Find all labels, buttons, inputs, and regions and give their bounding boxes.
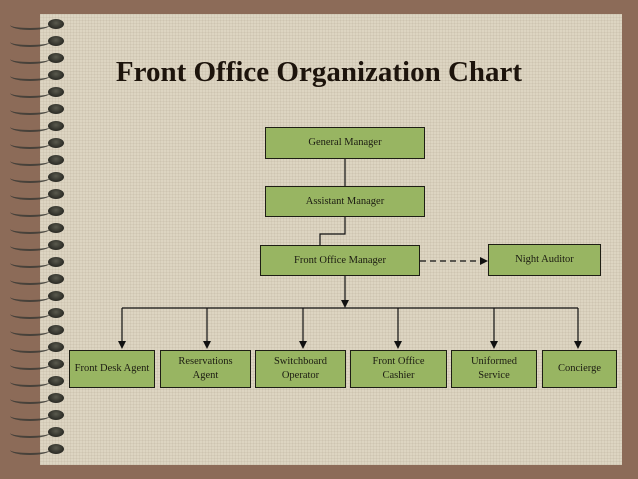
node-night-auditor: Night Auditor [488, 244, 601, 276]
node-switchboard-operator: Switchboard Operator [255, 350, 346, 388]
spiral-ring-icon [10, 239, 64, 253]
notebook-page [40, 14, 622, 465]
chart-title: Front Office Organization Chart [115, 56, 523, 88]
spiral-ring-icon [10, 341, 64, 355]
spiral-ring-icon [10, 222, 64, 236]
spiral-ring-icon [10, 256, 64, 270]
spiral-ring-icon [10, 426, 64, 440]
spiral-ring-icon [10, 52, 64, 66]
spiral-ring-icon [10, 35, 64, 49]
spiral-ring-icon [10, 171, 64, 185]
spiral-ring-icon [10, 103, 64, 117]
spiral-ring-icon [10, 86, 64, 100]
spiral-ring-icon [10, 290, 64, 304]
spiral-ring-icon [10, 137, 64, 151]
spiral-ring-icon [10, 358, 64, 372]
spiral-ring-icon [10, 273, 64, 287]
node-assistant-manager: Assistant Manager [265, 186, 425, 217]
node-front-desk-agent: Front Desk Agent [69, 350, 155, 388]
spiral-ring-icon [10, 443, 64, 457]
node-front-office-manager: Front Office Manager [260, 245, 420, 276]
node-front-office-cashier: Front Office Cashier [350, 350, 447, 388]
spiral-ring-icon [10, 409, 64, 423]
spiral-ring-icon [10, 375, 64, 389]
spiral-ring-icon [10, 205, 64, 219]
node-uniformed-service: Uniformed Service [451, 350, 537, 388]
node-reservations-agent: Reservations Agent [160, 350, 251, 388]
spiral-ring-icon [10, 120, 64, 134]
spiral-ring-icon [10, 392, 64, 406]
node-concierge: Concierge [542, 350, 617, 388]
spiral-ring-icon [10, 188, 64, 202]
spiral-ring-icon [10, 69, 64, 83]
spiral-ring-icon [10, 324, 64, 338]
spiral-ring-icon [10, 307, 64, 321]
spiral-ring-icon [10, 18, 64, 32]
node-general-manager: General Manager [265, 127, 425, 159]
spiral-ring-icon [10, 154, 64, 168]
